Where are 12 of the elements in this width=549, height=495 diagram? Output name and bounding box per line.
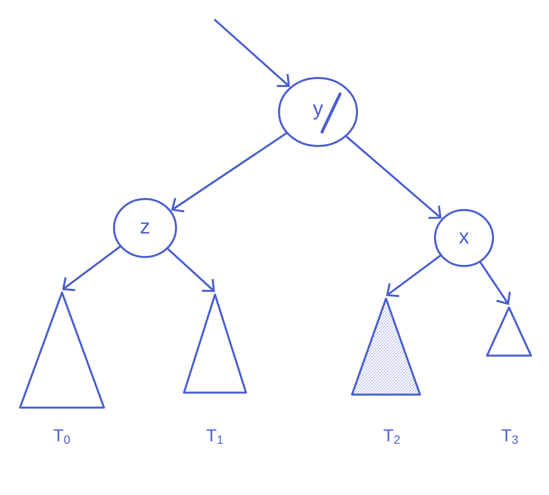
subtree-triangle — [19, 292, 105, 409]
subtree-label: T$_{3}$ — [502, 429, 518, 444]
arrow — [345, 136, 442, 219]
arrow — [214, 19, 290, 87]
arrow — [479, 261, 511, 305]
subtree-triangle — [183, 294, 247, 394]
arrow — [171, 132, 288, 212]
subtree-triangle — [351, 298, 421, 396]
arrow — [386, 254, 442, 298]
subtree-triangle — [486, 306, 532, 357]
arrow — [62, 246, 121, 292]
arrow — [166, 248, 215, 292]
